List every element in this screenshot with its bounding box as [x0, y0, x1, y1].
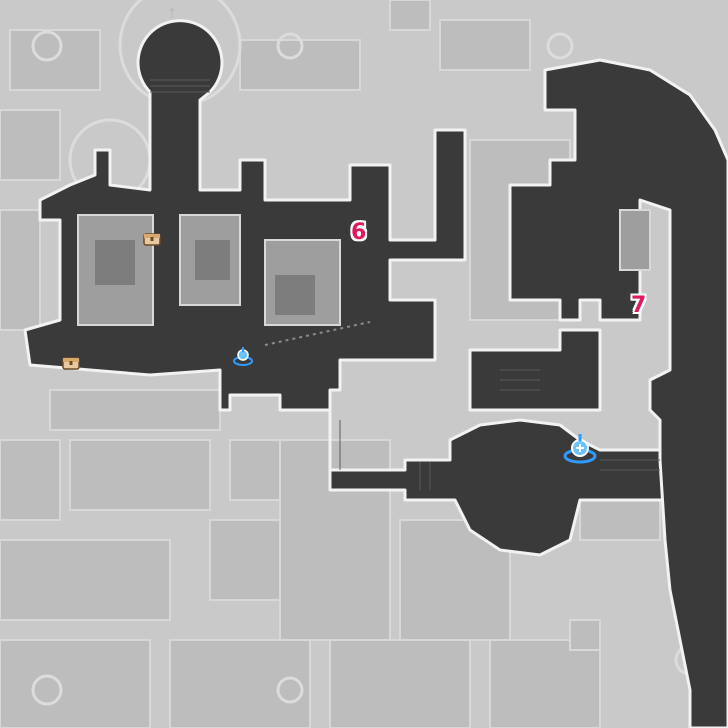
treasure-chest-icon[interactable]	[143, 229, 161, 247]
north-arrow-icon: ↑	[166, 6, 178, 22]
space-anchor-icon[interactable]	[562, 432, 598, 468]
treasure-chest-icon[interactable]	[62, 353, 80, 371]
space-anchor-icon[interactable]	[232, 346, 254, 368]
area-label-6: 6	[351, 220, 367, 245]
area-label-7: 7	[631, 293, 647, 318]
